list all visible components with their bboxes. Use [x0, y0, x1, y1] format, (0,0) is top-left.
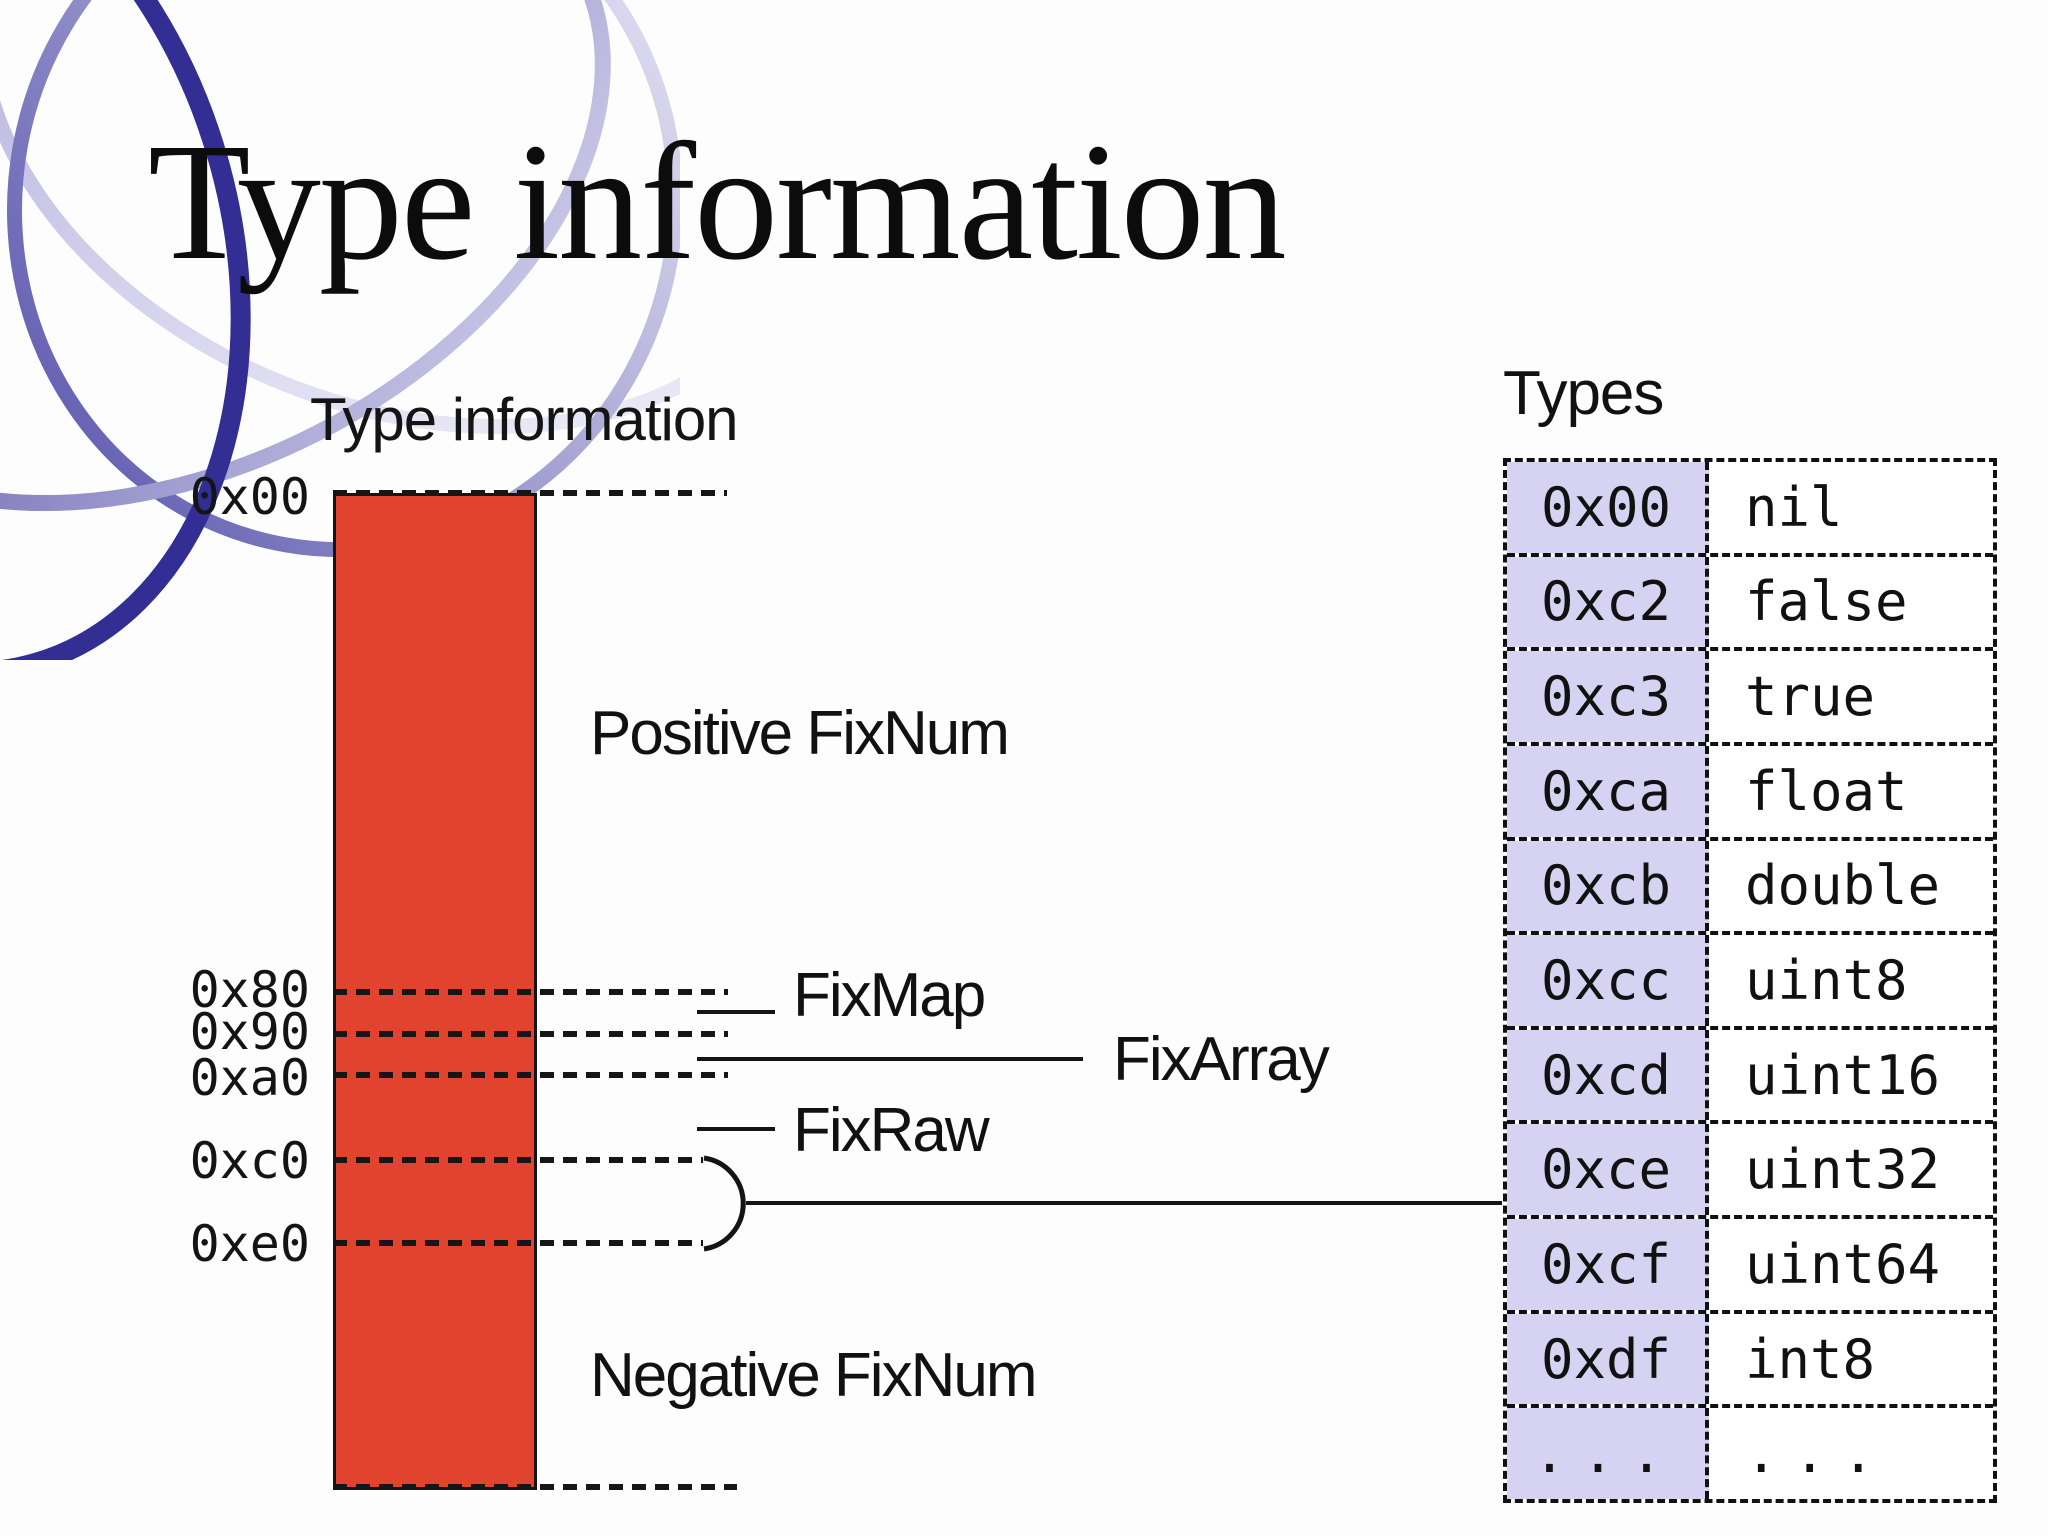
table-row: 0xcd uint16	[1507, 1029, 1993, 1125]
title-divider	[0, 296, 2048, 304]
fixmap-pointer-line	[697, 1010, 775, 1014]
name-cell: uint32	[1745, 1138, 1941, 1202]
label-fixraw: FixRaw	[793, 1096, 990, 1165]
table-row: 0xce uint32	[1507, 1124, 1993, 1220]
axis-label-0x80: 0x80	[189, 961, 310, 1019]
fixraw-pointer-line	[697, 1127, 775, 1131]
axis-label-0x90: 0x90	[189, 1003, 310, 1061]
code-cell: 0xcd	[1507, 1029, 1709, 1121]
types-heading: Types	[1503, 359, 1664, 428]
table-row: 0xc3 true	[1507, 651, 1993, 746]
name-cell: uint8	[1745, 949, 1908, 1013]
swirl-ornament-icon	[0, 0, 680, 660]
table-row: 0x00 nil	[1507, 462, 1993, 557]
code-cell: 0xce	[1507, 1124, 1709, 1216]
diagram-heading: Type information	[310, 386, 739, 453]
name-cell: ...	[1745, 1422, 1891, 1486]
axis-label-0x00: 0x00	[189, 468, 310, 526]
name-cell: double	[1745, 854, 1941, 918]
brace-arc	[703, 1155, 746, 1252]
name-cell: float	[1745, 759, 1908, 823]
code-cell: 0xcb	[1507, 840, 1709, 932]
table-row: 0xcf uint64	[1507, 1219, 1993, 1314]
axis-label-0xe0: 0xe0	[189, 1215, 310, 1273]
label-positive-fixnum: Positive FixNum	[590, 699, 1010, 768]
code-cell: ...	[1507, 1408, 1709, 1500]
code-cell: 0xdf	[1507, 1313, 1709, 1405]
axis-label-0xc0: 0xc0	[189, 1132, 310, 1190]
slide-title: Type information	[148, 109, 1287, 295]
label-negative-fixnum: Negative FixNum	[590, 1341, 1037, 1410]
table-row: 0xca float	[1507, 745, 1993, 841]
name-cell: uint16	[1745, 1043, 1941, 1107]
code-cell: 0xc2	[1507, 556, 1709, 648]
dashed-line-bottom	[333, 1484, 737, 1490]
name-cell: int8	[1745, 1327, 1876, 1391]
dashed-line-0x00	[333, 490, 727, 496]
code-cell: 0xcc	[1507, 935, 1709, 1026]
name-cell: uint64	[1745, 1232, 1941, 1296]
dashed-line-0xe0	[333, 1240, 703, 1246]
table-row: 0xdf int8	[1507, 1313, 1993, 1409]
axis-label-0xa0: 0xa0	[189, 1049, 310, 1107]
name-cell: true	[1745, 665, 1876, 729]
dashed-line-0xc0	[333, 1157, 703, 1163]
dashed-line-0x90	[333, 1031, 728, 1037]
code-cell: 0xcf	[1507, 1219, 1709, 1310]
table-connector-line	[746, 1201, 1502, 1205]
types-table: 0x00 nil 0xc2 false 0xc3 true 0xca float…	[1503, 458, 1997, 1503]
code-cell: 0xc3	[1507, 651, 1709, 742]
code-cell: 0xca	[1507, 745, 1709, 837]
fixarray-pointer-line	[697, 1057, 1083, 1061]
table-row: ... ...	[1507, 1408, 1993, 1500]
code-cell: 0x00	[1507, 462, 1709, 553]
dashed-line-0xa0	[333, 1072, 728, 1078]
label-fixmap: FixMap	[793, 961, 986, 1030]
table-row: 0xc2 false	[1507, 556, 1993, 652]
dashed-line-0x80	[333, 989, 728, 995]
label-fixarray: FixArray	[1113, 1025, 1330, 1094]
table-row: 0xcc uint8	[1507, 935, 1993, 1030]
name-cell: false	[1745, 570, 1908, 634]
table-row: 0xcb double	[1507, 840, 1993, 936]
name-cell: nil	[1745, 475, 1843, 539]
